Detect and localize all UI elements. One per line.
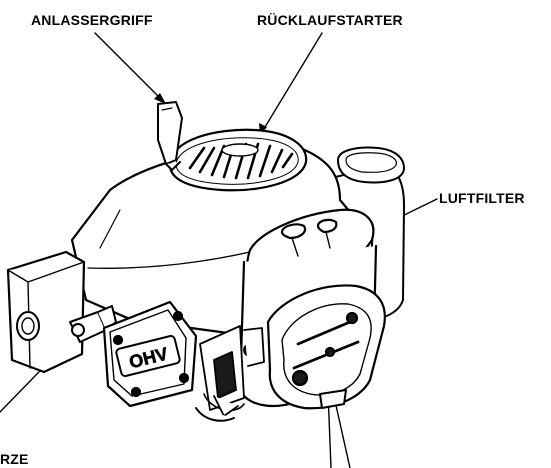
crankcase-plate xyxy=(266,284,386,410)
recoil-starter-cover xyxy=(168,128,308,192)
label-starter-grip: ANLASSERGRIFF xyxy=(31,12,153,28)
arrowhead-starter-grip xyxy=(154,93,166,104)
label-air-filter: LUFTFILTER xyxy=(439,190,525,206)
valve-cover: OHV xyxy=(102,300,198,408)
label-recoil-starter: RÜCKLAUFSTARTER xyxy=(257,12,403,28)
leader-starter-grip xyxy=(94,32,163,101)
leader-recoil-starter xyxy=(261,32,323,133)
engine-base xyxy=(195,389,347,422)
muffler xyxy=(6,250,86,374)
carburetor-linkage xyxy=(199,325,265,417)
starter-grip-handle xyxy=(157,101,183,171)
label-spark-plug-partial: RZE xyxy=(0,451,29,467)
spark-plug xyxy=(69,305,117,343)
